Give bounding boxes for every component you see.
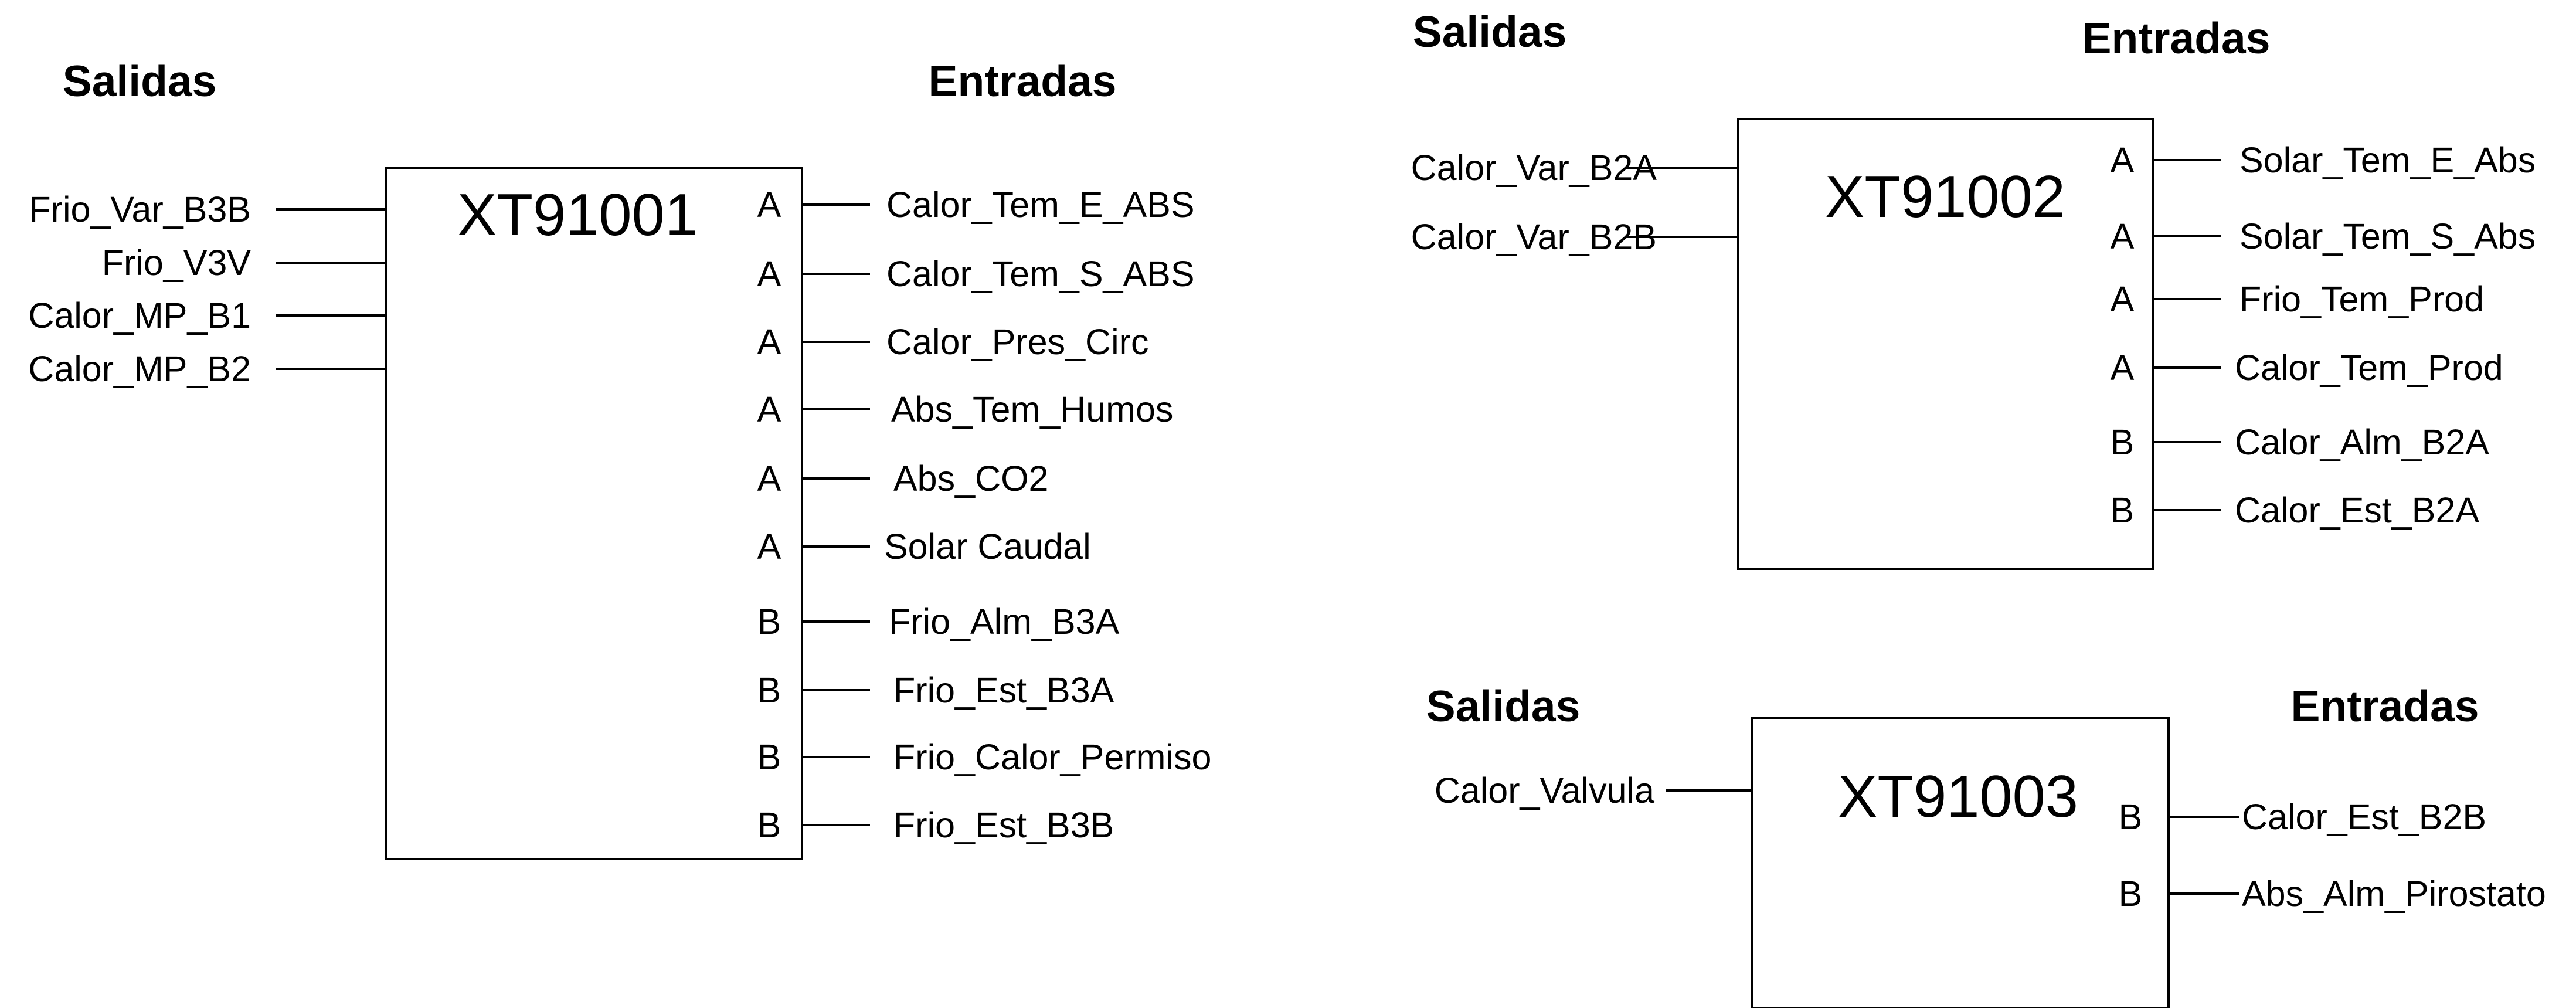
outputs-header: Salidas — [63, 56, 217, 106]
block-box — [1751, 717, 2170, 1008]
input-signal-label: Frio_Calor_Permiso — [893, 737, 1211, 777]
input-signal-label: Abs_Alm_Pirostato — [2242, 874, 2546, 914]
input-signal-label: Calor_Est_B2B — [2242, 797, 2486, 837]
inputs-header: Entradas — [929, 56, 1117, 106]
input-signal-label: Calor_Pres_Circ — [886, 322, 1148, 362]
block-id: XT91002 — [1825, 164, 2065, 230]
input-signal-label: Solar_Tem_S_Abs — [2239, 216, 2536, 256]
input-signal-label: Abs_CO2 — [893, 459, 1048, 498]
output-signal-label: Frio_Var_B3B — [29, 189, 251, 229]
input-signal-label: Solar Caudal — [884, 527, 1091, 566]
port-label: B — [2119, 874, 2143, 914]
block-box — [1737, 118, 2154, 570]
input-signal-label: Abs_Tem_Humos — [891, 389, 1173, 429]
output-signal-label: Calor_MP_B2 — [28, 349, 251, 389]
port-label: B — [2111, 422, 2135, 462]
inputs-header: Entradas — [2291, 681, 2479, 731]
port-label: A — [757, 254, 781, 294]
port-label: A — [757, 527, 781, 566]
port-label: A — [757, 459, 781, 498]
input-signal-label: Frio_Est_B3A — [893, 670, 1114, 710]
input-signal-label: Frio_Alm_B3A — [889, 602, 1120, 642]
port-label: A — [2111, 216, 2135, 256]
port-label: A — [757, 389, 781, 429]
input-signal-label: Frio_Tem_Prod — [2239, 279, 2484, 319]
output-signal-label: Calor_Var_B2A — [1411, 148, 1657, 188]
output-signal-label: Calor_Var_B2B — [1411, 217, 1657, 257]
input-signal-label: Frio_Est_B3B — [893, 805, 1114, 845]
port-label: A — [2111, 348, 2135, 388]
block-id: XT91001 — [457, 182, 698, 248]
port-label: B — [2119, 797, 2143, 837]
port-label: B — [757, 670, 781, 710]
inputs-header: Entradas — [2082, 13, 2271, 63]
input-signal-label: Calor_Est_B2A — [2235, 490, 2479, 530]
port-label: B — [757, 602, 781, 642]
output-signal-label: Calor_Valvula — [1435, 771, 1654, 810]
outputs-header: Salidas — [1426, 681, 1581, 731]
port-label: A — [757, 185, 781, 225]
input-signal-label: Solar_Tem_E_Abs — [2239, 140, 2536, 180]
block-box — [385, 167, 803, 860]
block-id: XT91003 — [1838, 764, 2078, 830]
input-signal-label: Calor_Tem_S_ABS — [886, 254, 1195, 294]
port-label: B — [757, 805, 781, 845]
port-label: A — [757, 322, 781, 362]
port-label: B — [757, 737, 781, 777]
input-signal-label: Calor_Alm_B2A — [2235, 422, 2489, 462]
outputs-header: Salidas — [1413, 7, 1567, 56]
port-label: A — [2111, 279, 2135, 319]
port-label: A — [2111, 140, 2135, 180]
output-signal-label: Frio_V3V — [102, 243, 252, 283]
input-signal-label: Calor_Tem_E_ABS — [886, 185, 1195, 225]
input-signal-label: Calor_Tem_Prod — [2235, 348, 2503, 388]
port-label: B — [2111, 490, 2135, 530]
output-signal-label: Calor_MP_B1 — [28, 296, 251, 335]
